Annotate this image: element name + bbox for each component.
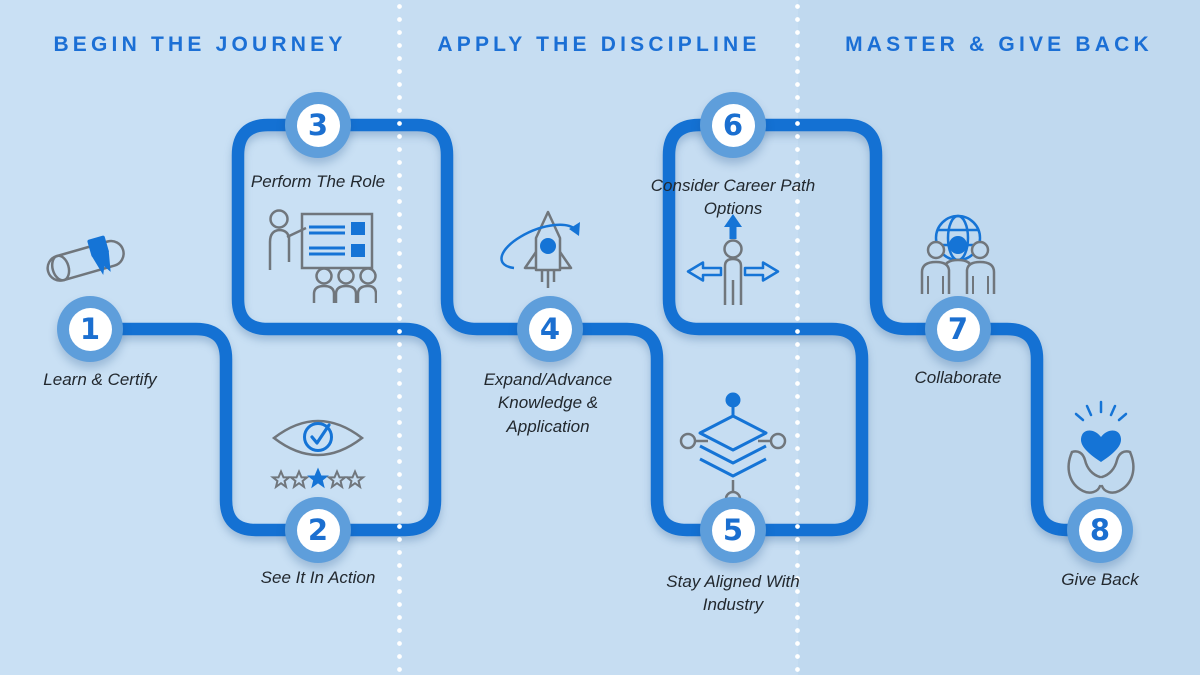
- presentation-training-icon: [268, 209, 377, 303]
- step-4-badge: 4: [517, 296, 583, 362]
- step-5-number: 5: [722, 512, 744, 547]
- step-6-number: 6: [722, 107, 744, 142]
- step-2-number: 2: [307, 512, 329, 547]
- section-title-apply: APPLY THE DISCIPLINE: [437, 33, 761, 56]
- step-7-badge: 7: [925, 296, 991, 362]
- layers-network-icon: [679, 392, 787, 508]
- step-3-number: 3: [307, 107, 329, 142]
- section-divider-dotted: [397, 0, 402, 675]
- step-4-label: Expand/Advance Knowledge & Application: [483, 370, 613, 436]
- step-1-badge: 1: [57, 296, 123, 362]
- step-5-badge: 5: [700, 497, 766, 563]
- eye-check-rating-icon: [270, 419, 366, 492]
- step-2-badge: 2: [285, 497, 351, 563]
- step-6-label: Consider Career Path Options: [650, 176, 816, 219]
- step-8-label: Give Back: [1061, 570, 1139, 589]
- section-divider-dotted: [795, 0, 800, 675]
- step-2-label: See It In Action: [260, 568, 376, 587]
- section-title-master: MASTER & GIVE BACK: [845, 33, 1153, 56]
- step-4-number: 4: [539, 311, 561, 346]
- hands-heart-icon: [1067, 400, 1135, 494]
- step-1-label: Learn & Certify: [43, 370, 157, 389]
- section-title-begin: BEGIN THE JOURNEY: [53, 33, 347, 56]
- step-3-label: Perform The Role: [250, 172, 386, 191]
- diploma-scroll-icon: [46, 235, 125, 282]
- global-team-icon: [920, 214, 996, 294]
- step-7-label: Collaborate: [914, 368, 1002, 387]
- step-5-label: Stay Aligned With Industry: [666, 572, 800, 615]
- rocket-orbit-icon: [500, 210, 580, 288]
- step-1-number: 1: [79, 311, 101, 346]
- step-7-number: 7: [947, 311, 969, 346]
- step-6-badge: 6: [700, 92, 766, 158]
- career-directions-icon: [686, 214, 780, 305]
- step-3-badge: 3: [285, 92, 351, 158]
- section-background-master: [798, 0, 1200, 675]
- step-8-number: 8: [1089, 512, 1111, 547]
- step-8-badge: 8: [1067, 497, 1133, 563]
